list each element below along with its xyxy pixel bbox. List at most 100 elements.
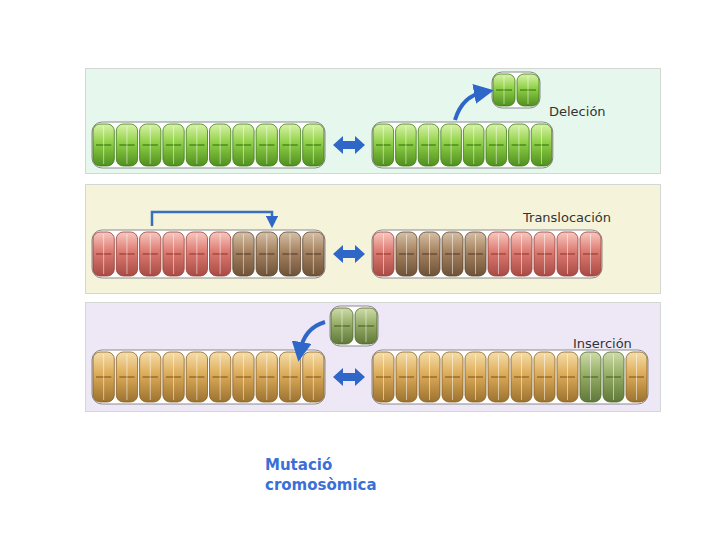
band-highlight: [266, 234, 267, 274]
chromosome-band: [465, 232, 486, 276]
chromosome-band: [93, 352, 114, 402]
figure-caption: Mutació cromosòmica: [265, 456, 405, 495]
band-highlight: [173, 354, 174, 400]
chromosome-band: [233, 124, 254, 166]
band-highlight: [498, 354, 499, 400]
chromosome-band: [373, 352, 394, 402]
chromosome-band: [419, 232, 440, 276]
band-highlight: [504, 76, 505, 104]
chromosome-band: [442, 352, 463, 402]
band-highlight: [266, 126, 267, 164]
band-highlight: [451, 126, 452, 164]
band-highlight: [196, 354, 197, 400]
chromosome-after: [372, 350, 648, 404]
band-highlight: [498, 234, 499, 274]
chromosome-before: [92, 230, 325, 278]
band-highlight: [590, 354, 591, 400]
band-highlight: [243, 126, 244, 164]
chromosome-band: [580, 232, 601, 276]
chromosome-outline: [92, 350, 325, 404]
band-highlight: [220, 126, 221, 164]
chromosome-band: [493, 74, 515, 106]
chromosome-band: [396, 352, 417, 402]
band-highlight: [126, 126, 127, 164]
chromosome-band: [163, 124, 184, 166]
chromosome-band: [233, 232, 254, 276]
band-highlight: [567, 234, 568, 274]
chromosome-band: [256, 124, 277, 166]
chromosome-band: [441, 124, 462, 166]
chromosome-band: [256, 232, 277, 276]
chromosome-band: [186, 232, 207, 276]
band-highlight: [541, 126, 542, 164]
chromosome-band: [210, 232, 231, 276]
chromosome-band: [509, 124, 530, 166]
chromosome-band: [233, 352, 254, 402]
chromosome-band: [486, 124, 507, 166]
chromosome-outline: [372, 230, 602, 278]
band-highlight: [473, 126, 474, 164]
chromosome-band: [210, 352, 231, 402]
chromosome-band: [93, 232, 114, 276]
band-highlight: [567, 354, 568, 400]
chromosome-band: [331, 308, 353, 344]
band-highlight: [150, 234, 151, 274]
chromosome-band: [488, 352, 509, 402]
band-highlight: [528, 76, 529, 104]
band-highlight: [103, 354, 104, 400]
chromosome-band: [116, 352, 137, 402]
chromosome-band: [186, 352, 207, 402]
band-highlight: [544, 234, 545, 274]
chromosome-band: [488, 232, 509, 276]
inserted-segment: [330, 306, 378, 346]
chromosome-band: [373, 124, 394, 166]
band-highlight: [405, 126, 406, 164]
band-highlight: [220, 234, 221, 274]
band-highlight: [452, 354, 453, 400]
band-highlight: [290, 126, 291, 164]
band-highlight: [383, 234, 384, 274]
band-highlight: [196, 126, 197, 164]
deleted-segment: [492, 72, 540, 108]
chromosome-band: [303, 124, 324, 166]
band-highlight: [366, 310, 367, 342]
band-highlight: [150, 354, 151, 400]
chromosome-band: [396, 232, 417, 276]
band-highlight: [406, 234, 407, 274]
band-highlight: [220, 354, 221, 400]
band-highlight: [452, 234, 453, 274]
band-highlight: [475, 354, 476, 400]
chromosome-band: [465, 352, 486, 402]
band-highlight: [173, 126, 174, 164]
chromosome-band: [163, 352, 184, 402]
chromosome-band: [557, 352, 578, 402]
chromosome-band: [534, 352, 555, 402]
band-highlight: [383, 354, 384, 400]
band-highlight: [103, 126, 104, 164]
chromosome-band: [279, 352, 300, 402]
band-highlight: [196, 234, 197, 274]
band-highlight: [290, 234, 291, 274]
chromosome-outline: [92, 122, 325, 168]
band-highlight: [428, 126, 429, 164]
chromosome-band: [418, 124, 439, 166]
chromosome-band: [186, 124, 207, 166]
band-highlight: [243, 234, 244, 274]
chromosome-after: [372, 122, 553, 168]
chromosome-outline: [92, 230, 325, 278]
chromosome-band: [256, 352, 277, 402]
chromosome-band: [373, 232, 394, 276]
band-highlight: [313, 354, 314, 400]
chromosome-band: [140, 352, 161, 402]
chromosome-outline: [330, 306, 378, 346]
band-highlight: [126, 354, 127, 400]
band-highlight: [406, 354, 407, 400]
chromosome-band: [534, 232, 555, 276]
chromosome-band: [210, 124, 231, 166]
chromosome-band: [603, 352, 624, 402]
chromosome-band: [303, 352, 324, 402]
band-highlight: [590, 234, 591, 274]
chromosome-outline: [372, 122, 553, 168]
chromosome-band: [355, 308, 377, 344]
